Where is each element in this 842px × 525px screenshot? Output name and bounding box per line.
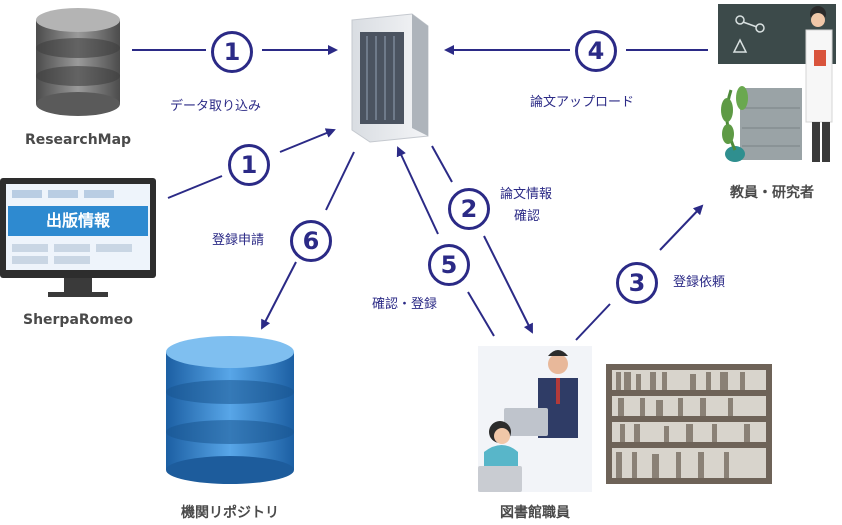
researchmap-label: ResearchMap	[24, 132, 132, 148]
arrow-server-to-librarian-a	[431, 145, 453, 183]
librarian-label: 図書館職員	[500, 505, 570, 521]
arrow-server-to-librarian-b	[483, 235, 533, 334]
arrow-server-to-repository-b	[261, 261, 297, 330]
check-info-label-line1: 論文情報	[500, 187, 553, 202]
repository-database-icon	[166, 336, 294, 484]
arrow-librarian-to-faculty-a	[575, 303, 611, 341]
step-4-upload-marker: 4	[575, 30, 617, 72]
faculty-label: 教員・研究者	[730, 185, 814, 201]
step-6-apply-marker: 6	[290, 220, 332, 262]
arrow-sherpa-to-server-b	[279, 128, 336, 153]
repository-label: 機関リポジトリ	[181, 505, 279, 521]
step-3-request-marker: 3	[616, 262, 658, 304]
sherparomeo-monitor-icon	[0, 178, 156, 297]
step-1-import-marker: 1	[211, 31, 253, 73]
apply-label: 登録申請	[212, 233, 265, 248]
arrow-librarian-to-server-a	[467, 291, 495, 337]
step-2-check-marker: 2	[448, 188, 490, 230]
arrow-server-to-repository-a	[325, 151, 355, 211]
confirm-register-label: 確認・登録	[372, 297, 438, 312]
arrow-sherpa-to-server-a	[167, 175, 223, 199]
arrow-librarian-to-faculty-b	[659, 204, 704, 251]
step-1-sherpa-marker: 1	[228, 144, 270, 186]
request-label: 登録依頼	[673, 275, 726, 290]
check-info-label-line2: 確認	[514, 209, 541, 224]
server-icon	[351, 13, 429, 143]
sherparomeo-label: SherpaRomeo	[22, 312, 134, 328]
researchmap-database-icon	[36, 8, 120, 116]
publication-info-banner: 出版情報	[45, 211, 110, 230]
upload-label: 論文アップロード	[530, 95, 635, 110]
librarian-illustration	[478, 346, 592, 492]
step-5-register-marker: 5	[428, 244, 470, 286]
arrow-librarian-to-server-b	[396, 146, 439, 235]
import-label: データ取り込み	[170, 99, 262, 114]
faculty-illustration	[718, 4, 836, 162]
bookshelf-illustration	[606, 364, 772, 484]
